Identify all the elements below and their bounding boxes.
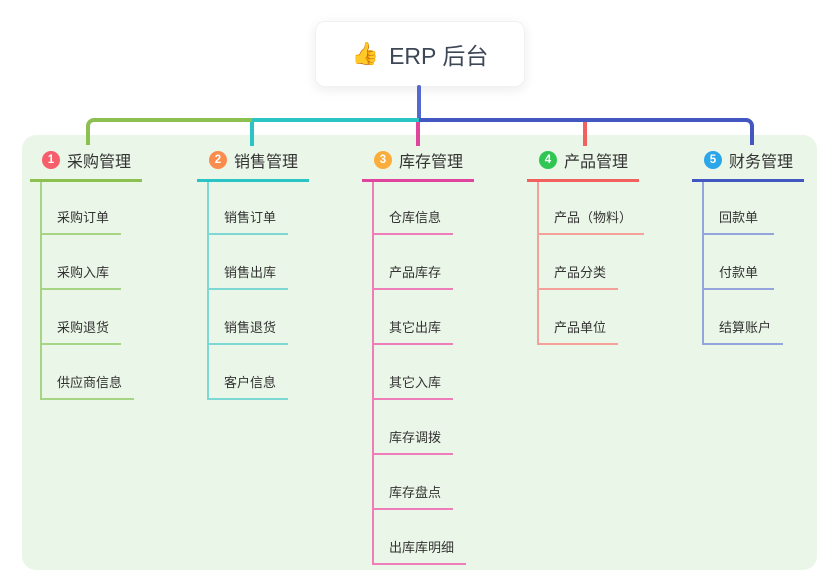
child-node-label: 库存调拨 [389,430,442,445]
child-node-label: 其它出库 [389,320,442,335]
child-node[interactable]: 其它出库 [372,290,454,345]
thumbs-up-icon: 👍 [351,41,380,66]
child-node[interactable]: 结算账户 [702,290,784,345]
child-node-label: 销售退货 [224,320,277,335]
branch-node[interactable]: 4 产品管理 [527,148,640,182]
child-node[interactable]: 客户信息 [207,345,289,400]
child-node[interactable]: 销售退货 [207,290,289,345]
branch-column: 5 财务管理 回款单 付款单 结算账户 [692,148,805,345]
child-node-label: 销售出库 [224,265,277,280]
connector-right [419,118,754,145]
branch-node[interactable]: 1 采购管理 [30,148,143,182]
child-node[interactable]: 采购退货 [40,290,122,345]
branch-node[interactable]: 3 库存管理 [362,148,475,182]
branch-children: 产品（物料） 产品分类 产品单位 [527,182,645,345]
root-node-label: ERP 后台 [389,43,489,69]
child-node-label: 回款单 [719,210,759,225]
branch-label: 财务管理 [729,154,794,171]
child-node-label: 采购订单 [57,210,110,225]
branch-spine-line [702,182,704,345]
child-node-label: 采购退货 [57,320,110,335]
root-stem-line [417,85,421,121]
child-node-label: 库存盘点 [389,485,442,500]
child-node[interactable]: 销售出库 [207,235,289,290]
branch-column: 1 采购管理 采购订单 采购入库 采购退货 供应商信息 [30,148,143,400]
branch-children: 销售订单 销售出库 销售退货 客户信息 [197,182,309,400]
child-node-label: 采购入库 [57,265,110,280]
branch-spine-line [40,182,42,400]
branch-spine-line [207,182,209,400]
branch-number-badge: 1 [42,151,60,169]
drop-branch-4 [583,122,587,146]
branch-label: 采购管理 [67,154,132,171]
child-node-label: 其它入库 [389,375,442,390]
child-node-label: 产品（物料） [554,210,633,225]
branch-number-badge: 5 [704,151,722,169]
child-node[interactable]: 其它入库 [372,345,454,400]
child-node-label: 结算账户 [719,320,772,335]
drop-branch-3 [416,122,420,146]
child-node-label: 产品库存 [389,265,442,280]
root-node[interactable]: 👍 ERP 后台 [315,21,525,87]
connector-left [86,118,252,145]
branch-children: 回款单 付款单 结算账户 [692,182,804,345]
branch-node[interactable]: 2 销售管理 [197,148,310,182]
child-node[interactable]: 回款单 [702,182,774,235]
child-node[interactable]: 销售订单 [207,182,289,235]
branch-column: 3 库存管理 仓库信息 产品库存 其它出库 其它入库 库存调拨 库存盘点 出库库… [362,148,475,565]
child-node[interactable]: 供应商信息 [40,345,135,400]
child-node[interactable]: 出库库明细 [372,510,467,565]
child-node-label: 客户信息 [224,375,277,390]
child-node[interactable]: 库存调拨 [372,400,454,455]
branch-children: 仓库信息 产品库存 其它出库 其它入库 库存调拨 库存盘点 出库库明细 [362,182,474,565]
branch-column: 2 销售管理 销售订单 销售出库 销售退货 客户信息 [197,148,310,400]
branch-number-badge: 3 [374,151,392,169]
branch-number-badge: 4 [539,151,557,169]
branch-label: 销售管理 [234,154,299,171]
branch-node[interactable]: 5 财务管理 [692,148,805,182]
child-node-label: 销售订单 [224,210,277,225]
child-node-label: 供应商信息 [57,375,123,390]
canvas-panel [22,135,817,570]
branch-spine-line [537,182,539,345]
drop-branch-2 [250,122,254,146]
child-node[interactable]: 仓库信息 [372,182,454,235]
child-node[interactable]: 产品（物料） [537,182,645,235]
child-node[interactable]: 产品库存 [372,235,454,290]
connector-mid [252,118,419,122]
child-node-label: 产品分类 [554,265,607,280]
child-node-label: 付款单 [719,265,759,280]
child-node[interactable]: 采购入库 [40,235,122,290]
child-node[interactable]: 产品单位 [537,290,619,345]
branch-column: 4 产品管理 产品（物料） 产品分类 产品单位 [527,148,645,345]
branch-children: 采购订单 采购入库 采购退货 供应商信息 [30,182,142,400]
child-node-label: 出库库明细 [389,540,455,555]
branch-number-badge: 2 [209,151,227,169]
branch-label: 库存管理 [399,154,464,171]
child-node-label: 产品单位 [554,320,607,335]
child-node-label: 仓库信息 [389,210,442,225]
child-node[interactable]: 库存盘点 [372,455,454,510]
branch-label: 产品管理 [564,154,629,171]
child-node[interactable]: 采购订单 [40,182,122,235]
child-node[interactable]: 付款单 [702,235,774,290]
branch-spine-line [372,182,374,565]
child-node[interactable]: 产品分类 [537,235,619,290]
